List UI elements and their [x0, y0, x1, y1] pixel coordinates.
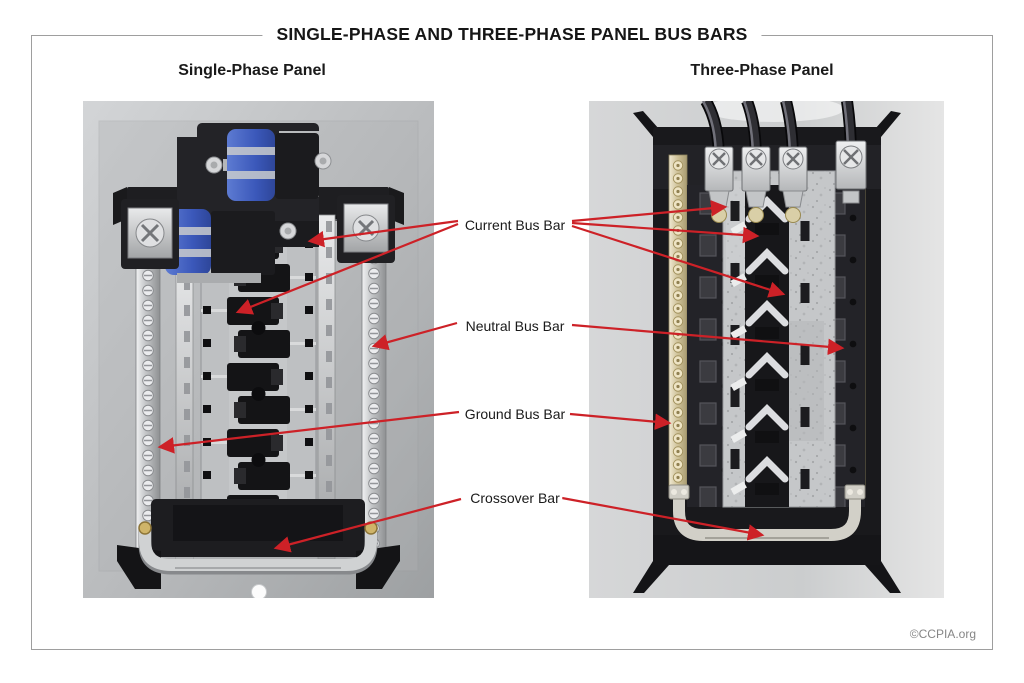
callout-neutral-bus-bar: Neutral Bus Bar: [462, 318, 568, 334]
three-phase-panel-photo: [589, 101, 944, 598]
callout-crossover-bar: Crossover Bar: [467, 490, 563, 506]
light-glow: [704, 101, 844, 122]
single-phase-panel-title: Single-Phase Panel: [178, 62, 326, 79]
three-phase-panel-title: Three-Phase Panel: [690, 62, 834, 79]
corner-lug-right: [337, 195, 395, 263]
phase-lugs: [704, 140, 867, 223]
diagram-frame: SINGLE-PHASE AND THREE-PHASE PANEL BUS B…: [31, 24, 993, 650]
blue-lug-left: [165, 209, 275, 283]
main-breaker-assembly: [165, 123, 332, 283]
current-bus-bar: [722, 170, 836, 508]
callout-ground-bus-bar: Ground Bus Bar: [461, 406, 569, 422]
mounting-hole: [251, 584, 267, 598]
enclosure-feet: [633, 111, 901, 593]
neutral-lug: [835, 140, 867, 204]
single-phase-panel-photo: [83, 101, 434, 598]
corner-lug-left: [121, 199, 179, 269]
callout-current-bus-bar: Current Bus Bar: [461, 217, 569, 233]
copyright: ©CCPIA.org: [909, 627, 976, 641]
ground-bus-bar-left: [668, 154, 688, 496]
blue-lug-top: [227, 129, 319, 201]
diagram-title: SINGLE-PHASE AND THREE-PHASE PANEL BUS B…: [262, 24, 762, 45]
